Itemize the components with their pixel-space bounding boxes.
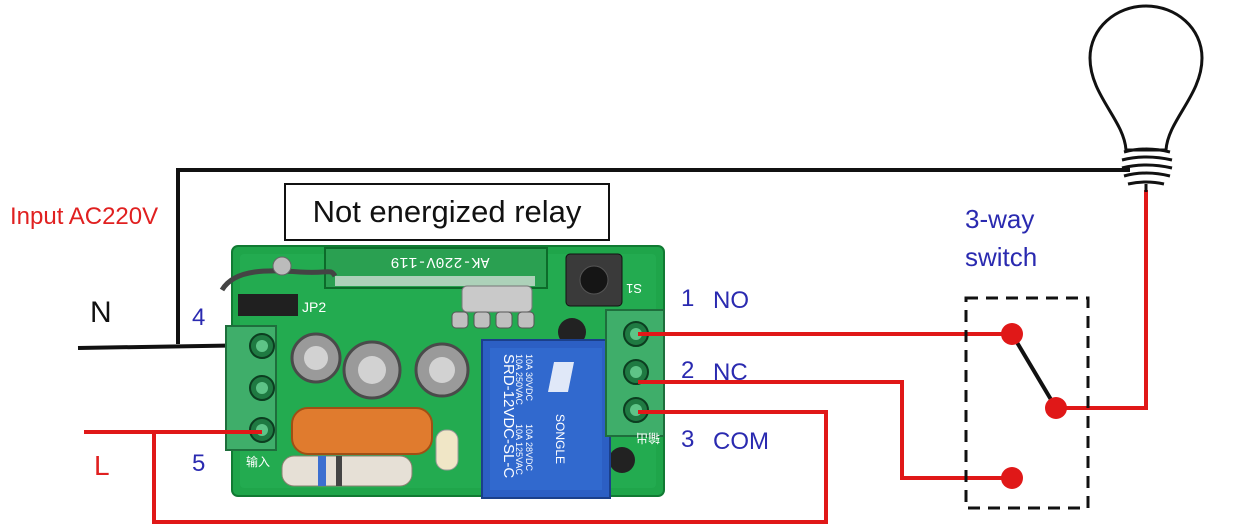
switch-boundary (964, 296, 1090, 510)
antenna-wire (219, 268, 338, 292)
switch-contact-common (1045, 397, 1067, 419)
switch-lever (1010, 332, 1058, 410)
output-terminal-text: 输出 (636, 431, 660, 446)
terminal-block-output: 输出 (605, 309, 665, 446)
live-wires (84, 190, 1148, 524)
relay-rating-4: 10A 28VDC (524, 424, 534, 472)
pin-row (451, 311, 535, 329)
jumper-label: JP2 (302, 299, 326, 315)
input-terminal-text: 输入 (246, 454, 270, 469)
terminal-4-label: 4 (192, 304, 206, 331)
diagram-title: Not energized relay (284, 183, 610, 241)
neutral-wire-to-lamp (176, 168, 1130, 344)
circuit-board: AK-220V-119 JP2 S1 (219, 245, 665, 499)
live-wire-loop-bottom (152, 410, 828, 524)
terminal-block-input: 输入 (225, 325, 277, 469)
relay-rating-2: 10A 30VDC (524, 354, 534, 402)
terminal-3-name: COM (713, 428, 769, 455)
relay-rating-3: 10A 125VAC (514, 424, 524, 475)
relay-model-text: SRD-12VDC-SL-C (500, 354, 517, 478)
three-way-switch (964, 296, 1090, 510)
led (435, 429, 459, 471)
relay: SRD-12VDC-SL-C 10A 250VAC 10A 30VDC 10A … (481, 339, 611, 499)
relay-logo-icon (548, 362, 574, 392)
switch-contact-no (1001, 323, 1023, 345)
terminal-1-number: 1 (681, 285, 695, 312)
light-bulb-icon (1088, 4, 1204, 192)
terminal-1-name: NO (713, 287, 749, 314)
capacitors (290, 332, 470, 400)
resistor (281, 455, 413, 487)
switch-contact-nc (1001, 467, 1023, 489)
button-label: S1 (626, 281, 642, 296)
relay-brand-text: SONGLE (553, 414, 567, 464)
jumper-header (238, 294, 298, 316)
wire-nc-to-switch (638, 380, 1012, 480)
terminal-5-label: 5 (192, 450, 206, 477)
terminal-2-name: NC (713, 359, 748, 386)
film-capacitor (291, 407, 433, 455)
switch-label-line1: 3-way (965, 204, 1035, 234)
wire-switch-to-lamp (1056, 190, 1148, 410)
terminal-2-number: 2 (681, 357, 695, 384)
board-model-text: AK-220V-119 (390, 253, 489, 270)
switch-label-line2: switch (965, 242, 1038, 272)
live-label: L (94, 450, 110, 481)
neutral-label: N (90, 296, 112, 329)
relay-rating-1: 10A 250VAC (514, 354, 524, 405)
terminal-3-number: 3 (681, 426, 695, 453)
input-voltage-label: Input AC220V (10, 203, 159, 230)
crystal (461, 285, 533, 313)
